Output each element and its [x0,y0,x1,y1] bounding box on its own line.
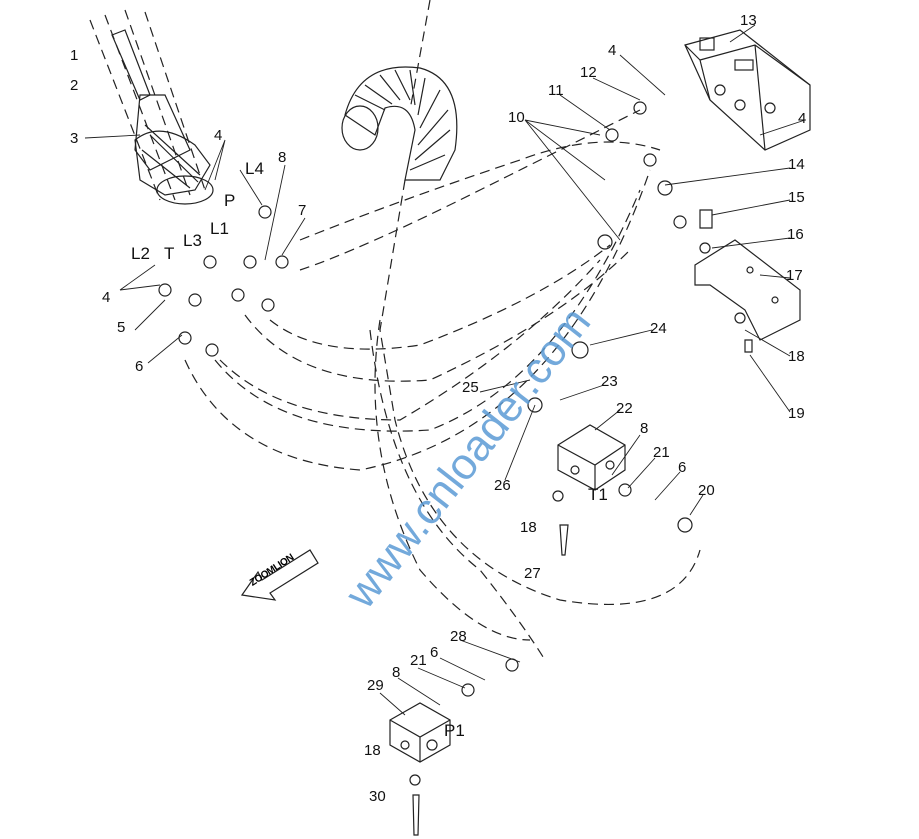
callout: 2 [70,77,79,94]
fittings [158,101,753,836]
callout: 8 [278,149,287,166]
callout: L4 [245,159,264,178]
callout: 24 [650,320,667,337]
joystick [111,29,214,205]
bellows-hose [341,66,458,181]
callout: 3 [70,130,79,147]
callout: 6 [135,358,144,375]
callout: 16 [787,226,804,243]
callout: 4 [102,289,111,306]
bracket [694,239,801,341]
callout: 26 [494,477,511,494]
callout: 5 [117,319,126,336]
callout: 11 [548,82,564,99]
callout: 18 [364,742,381,759]
valve-block [684,29,811,151]
callout: 4 [798,110,807,127]
leader-lines [84,24,806,716]
direction-arrow-shape [240,549,319,601]
hoses [89,0,701,661]
block-p1 [389,702,451,763]
callout: 6 [430,644,439,661]
callout: T [164,244,175,263]
callout: 20 [698,482,715,499]
callout: 17 [786,267,803,284]
callout: 12 [580,64,597,81]
callout: 8 [640,420,649,437]
callout: T1 [588,485,608,504]
block-t1 [557,424,626,491]
callout: P [224,191,236,210]
callout: 15 [788,189,805,206]
callout: 10 [508,109,525,126]
callout: L1 [210,219,229,238]
callout: L3 [183,231,202,250]
callout: 14 [788,156,805,173]
callout: 7 [298,202,307,219]
callout: 22 [616,400,633,417]
callout: 6 [678,459,687,476]
callout: 19 [788,405,805,422]
callout: 23 [601,373,618,390]
callout: 28 [450,628,467,645]
callout: 1 [70,47,79,64]
callout: 13 [740,12,757,29]
callout: 27 [524,565,541,582]
callout: 8 [392,664,401,681]
callout: 21 [410,652,427,669]
callout: P1 [444,721,465,740]
callout: 18 [788,348,805,365]
callout: 25 [462,379,479,396]
callout: 29 [367,677,384,694]
callout: 30 [369,788,386,805]
callout: 4 [608,42,617,59]
callout: L2 [131,244,150,263]
callout: 18 [520,519,537,536]
callout: 4 [214,127,223,144]
callout: 21 [653,444,670,461]
